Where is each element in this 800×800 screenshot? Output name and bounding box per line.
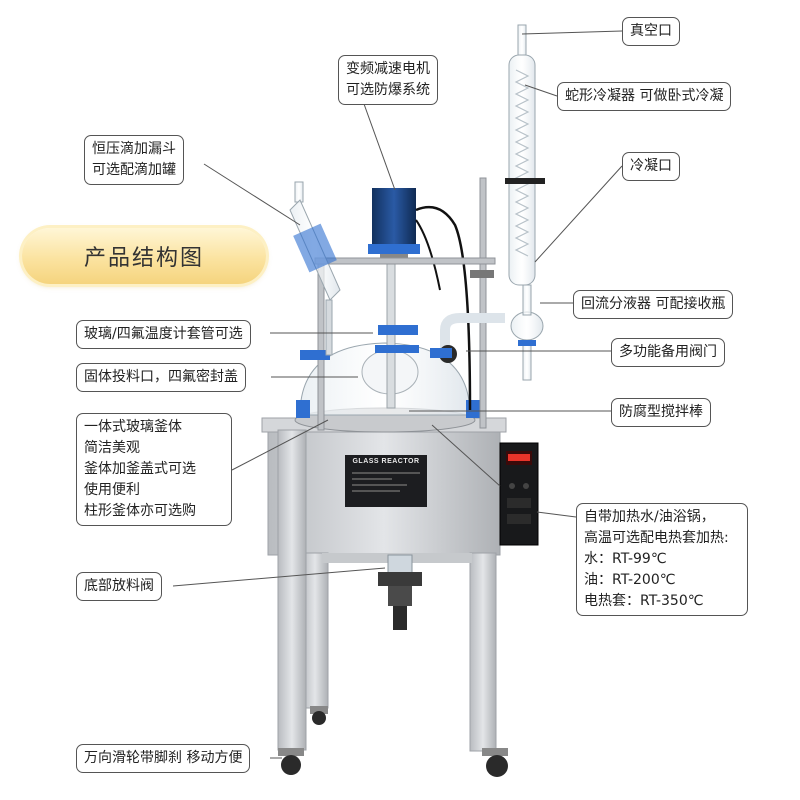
- callout-casters: 万向滑轮带脚刹 移动方便: [76, 744, 251, 773]
- reflux-divider: [430, 284, 544, 381]
- control-box: [499, 442, 539, 546]
- dropping-funnel: [289, 181, 341, 356]
- callout-thermometer-sleeve: 玻璃/四氟温度计套管可选: [76, 320, 251, 349]
- callout-condenser-port: 冷凝口: [622, 152, 680, 181]
- callout-feed-port: 固体投料口，四氟密封盖: [76, 363, 246, 392]
- banner-title: 产品结构图: [22, 228, 266, 284]
- blurred-background-text: [78, 58, 338, 100]
- callout-multi-valve: 多功能备用阀门: [611, 338, 725, 367]
- callout-heating: 自带加热水/油浴锅， 高温可选配电热套加热: 水：RT-99℃ 油：RT-200…: [576, 503, 748, 616]
- callout-coil-condenser: 蛇形冷凝器 可做卧式冷凝: [557, 82, 732, 111]
- leader-lines: [172, 30, 623, 759]
- nameplate-title: GLASS REACTOR: [352, 458, 420, 465]
- callout-dropping-funnel: 恒压滴加漏斗 可选配滴加罐: [84, 135, 184, 185]
- callout-motor: 变频减速电机 可选防爆系统: [338, 55, 438, 105]
- callout-stirrer: 防腐型搅拌棒: [611, 398, 711, 427]
- coil-condenser: [505, 24, 545, 286]
- nameplate: [345, 455, 427, 507]
- callout-drain-valve: 底部放料阀: [76, 572, 162, 601]
- casters: [278, 706, 508, 777]
- callout-reflux-divider: 回流分液器 可配接收瓶: [573, 290, 734, 319]
- callout-vessel: 一体式玻璃釜体 简洁美观 釜体加釜盖式可选 使用便利 柱形釜体亦可选购: [76, 413, 232, 526]
- drain-valve: [378, 554, 422, 630]
- callout-vacuum-port: 真空口: [622, 17, 680, 46]
- motor: [368, 188, 472, 411]
